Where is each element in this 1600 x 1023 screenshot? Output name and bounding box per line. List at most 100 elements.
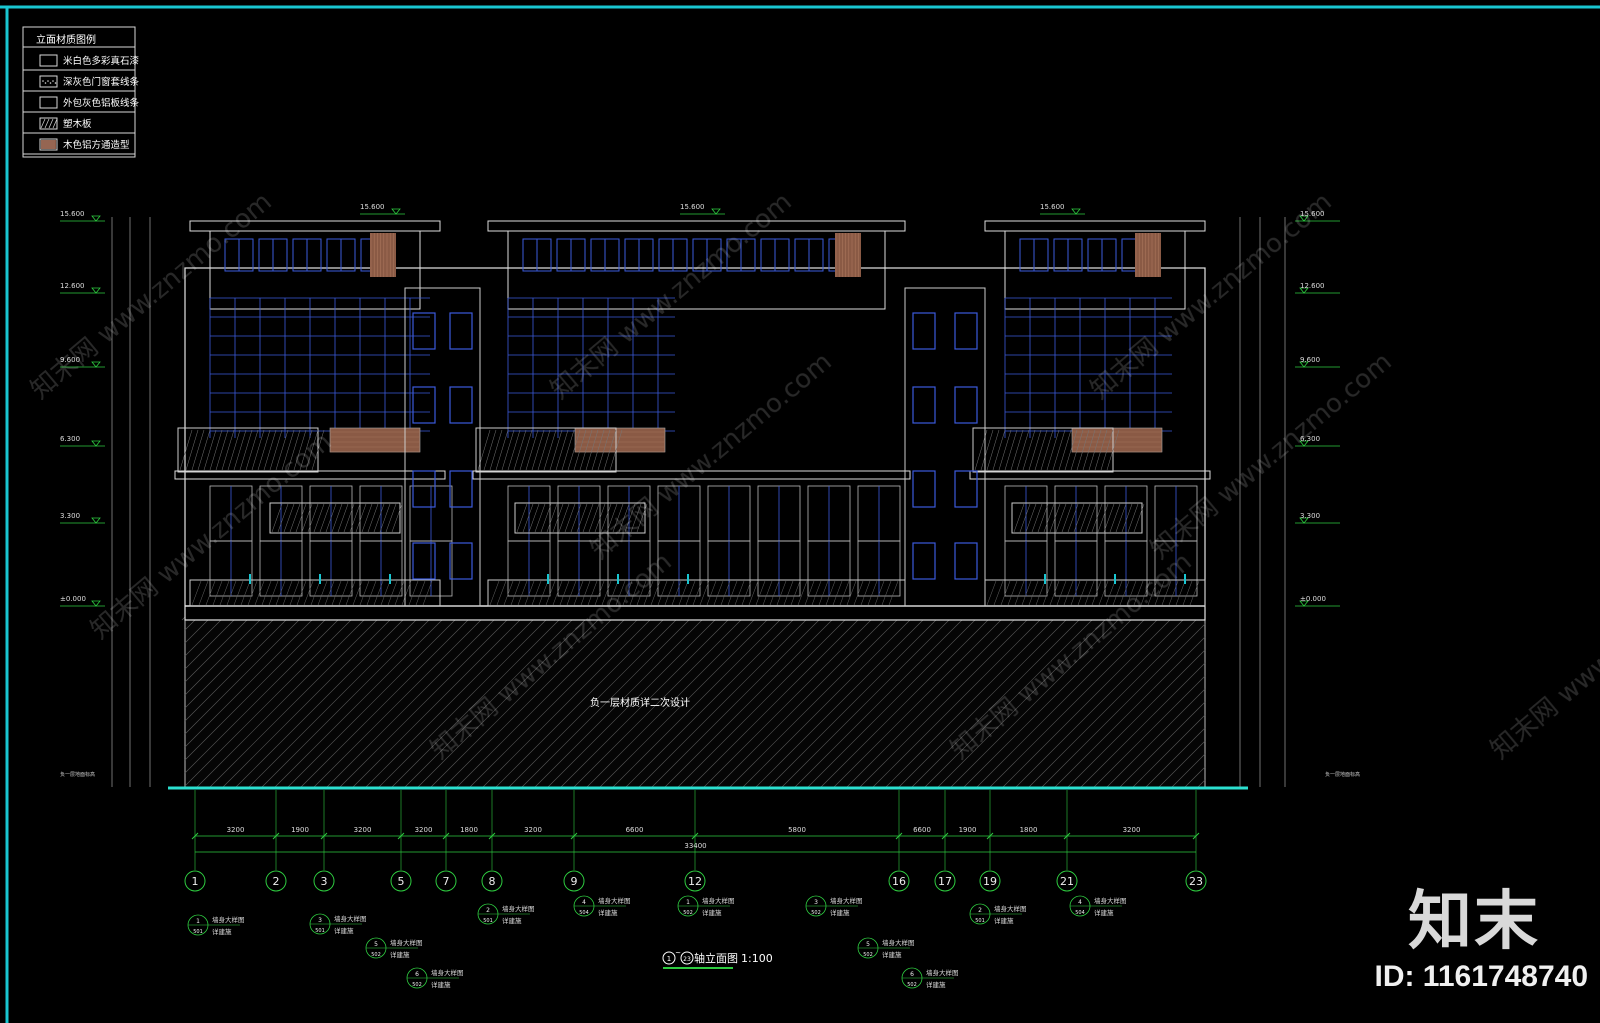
glass-hatch (986, 429, 1000, 471)
drawing-title: 1 ~ 23 轴立面图 1:100 (662, 949, 773, 969)
callout-text: 详建施 (598, 908, 618, 917)
watermark-text: 知末网 www.znzmo.com (1085, 187, 1337, 406)
basement-hatch (274, 619, 443, 788)
basement-hatch (222, 619, 391, 788)
callout-sheet: 502 (683, 910, 693, 916)
railing-hatch (1056, 580, 1067, 606)
basement-hatch (1054, 636, 1206, 788)
railing-hatch (734, 580, 745, 606)
railing-hatch (608, 580, 619, 606)
railing-hatch (1189, 580, 1200, 606)
wood-balcony-band (329, 427, 421, 453)
top-floor-volume (507, 230, 886, 310)
glass-balustrade (514, 502, 646, 534)
railing-hatch (408, 580, 419, 606)
axis-bubble (184, 870, 206, 892)
railing-hatch (352, 580, 363, 606)
glass-hatch (1076, 429, 1090, 471)
dim-segment-label: 6600 (913, 826, 931, 834)
level-triangle (91, 361, 101, 368)
railing-hatch (317, 580, 328, 606)
glass-balustrade (1011, 502, 1143, 534)
legend-swatch (39, 138, 58, 151)
glass-hatch (1052, 429, 1066, 471)
railing-hatch (1070, 580, 1081, 606)
glass-hatch (391, 503, 403, 533)
stair-tower (404, 287, 481, 607)
glass-balustrade (269, 502, 401, 534)
basement-hatch (898, 619, 1067, 788)
basement-hatch (184, 619, 209, 644)
basement-hatch (937, 619, 1106, 788)
basement-hatch (716, 619, 885, 788)
stair-window (912, 542, 936, 580)
basement-hatch (339, 619, 508, 788)
basement-hatch (1093, 675, 1206, 788)
glass-hatch (1037, 503, 1049, 533)
railing-hatch (1098, 580, 1109, 606)
basement-hatch (1171, 753, 1206, 788)
glass-hatch (293, 429, 307, 471)
railing-hatch (867, 580, 878, 606)
legend-item-label: 塑木板 (63, 118, 92, 130)
glass-hatch (289, 503, 301, 533)
axis-bubble (684, 870, 706, 892)
dim-tick (1192, 832, 1200, 840)
glass-hatch (385, 503, 397, 533)
callout-text: 详建施 (1094, 908, 1114, 917)
railing-hatch (762, 580, 773, 606)
glass-hatch (630, 503, 642, 533)
level-label: 6.300 (1300, 435, 1320, 443)
railing-hatch (713, 580, 724, 606)
railing-hatch (664, 580, 675, 606)
glass-hatch (179, 429, 193, 471)
dim-segment-label: 3200 (524, 826, 542, 834)
basement-hatch (521, 619, 690, 788)
floor-slab (472, 470, 911, 480)
glass-hatch (513, 429, 527, 471)
railing-hatch (1042, 580, 1053, 606)
basement-hatch (417, 619, 586, 788)
wood-slat-panel (1135, 233, 1161, 277)
callout-number: 4 (582, 899, 586, 906)
railing-hatch (394, 580, 405, 606)
level-label: ±0.000 (60, 595, 86, 603)
dim-segment-label: 1900 (291, 826, 309, 834)
glass-hatch (1097, 503, 1109, 533)
legend-swatch-dot (54, 82, 57, 84)
glass-hatch (543, 429, 557, 471)
basement-hatch (534, 619, 703, 788)
stair-window (954, 470, 978, 508)
callout-sheet: 501 (315, 928, 325, 934)
railing-hatch (538, 580, 549, 606)
material-legend: 立面材质图例 米白色多彩真石漆深灰色门窗套线条外包灰色铝板线条塑木板木色铝方通造… (22, 26, 140, 158)
basement-hatch (235, 619, 404, 788)
axis-bubble (888, 870, 910, 892)
dim-tick (397, 832, 405, 840)
dim-tick (488, 832, 496, 840)
glass-hatch (561, 429, 575, 471)
glass-hatch (501, 429, 515, 471)
watermark-text: 知末网 www.znzmo.com (545, 187, 797, 406)
level-triangle (1299, 215, 1309, 222)
basement-hatch (184, 619, 248, 683)
level-label: 15.600 (1040, 203, 1065, 211)
title-name: 轴立面图 (694, 951, 738, 965)
glass-hatch (221, 429, 235, 471)
railing-hatch (601, 580, 612, 606)
railing-hatch (422, 580, 433, 606)
glass-hatch (337, 503, 349, 533)
glass-hatch (209, 429, 223, 471)
glass-hatch (1115, 503, 1127, 533)
glass-hatch (612, 503, 624, 533)
railing-hatch (657, 580, 668, 606)
level-label: 15.600 (1300, 210, 1325, 218)
glass-hatch (534, 503, 546, 533)
basement-hatch (768, 619, 937, 788)
legend-swatch-fill (41, 140, 56, 149)
glass-hatch (1055, 503, 1067, 533)
railing-hatch (790, 580, 801, 606)
glass-hatch (343, 503, 355, 533)
level-triangle (91, 215, 101, 222)
